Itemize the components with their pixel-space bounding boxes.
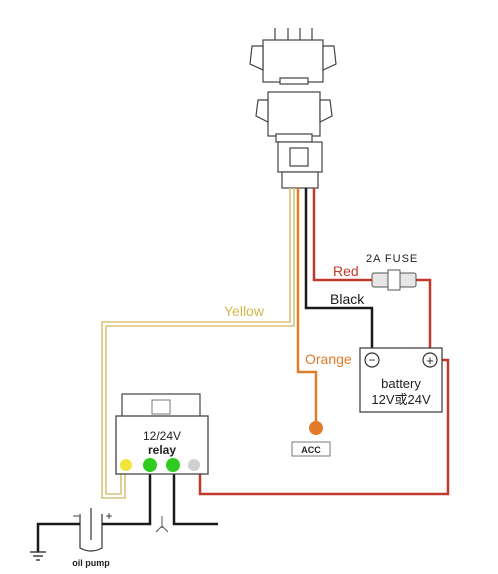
- acc-label: ACC: [301, 445, 321, 455]
- relay-voltage: 12/24V: [143, 429, 181, 443]
- relay-pin-green-2: [166, 458, 180, 472]
- battery-minus: −: [368, 353, 375, 367]
- acc-terminal: [291, 421, 331, 457]
- battery-voltage: 12V或24V: [371, 392, 431, 407]
- fuse-label: 2A FUSE: [366, 253, 418, 265]
- black-label: Black: [330, 291, 365, 307]
- battery: [359, 347, 443, 413]
- relay-pin-gray: [188, 459, 200, 471]
- connector-icon: [249, 28, 337, 189]
- relay-pin-green-1: [143, 458, 157, 472]
- switch-icon: [155, 516, 169, 533]
- red-label: Red: [333, 263, 359, 279]
- relay-pin-yellow: [120, 459, 132, 471]
- pump-minus: −: [72, 509, 79, 523]
- relay: [115, 393, 209, 475]
- relay-label: relay: [148, 443, 176, 457]
- battery-plus: +: [426, 353, 434, 368]
- yellow-wire: [101, 188, 295, 499]
- ground-icon: [30, 551, 46, 561]
- orange-wire: [296, 188, 318, 424]
- battery-label: battery: [381, 376, 421, 391]
- black-wire: [36, 188, 374, 552]
- yellow-label: Yellow: [224, 303, 265, 319]
- pump-plus: +: [105, 509, 112, 523]
- fuse-icon: [356, 269, 417, 291]
- pump-label: oil pump: [72, 558, 110, 568]
- orange-label: Orange: [305, 351, 352, 367]
- oil-pump: [74, 508, 122, 552]
